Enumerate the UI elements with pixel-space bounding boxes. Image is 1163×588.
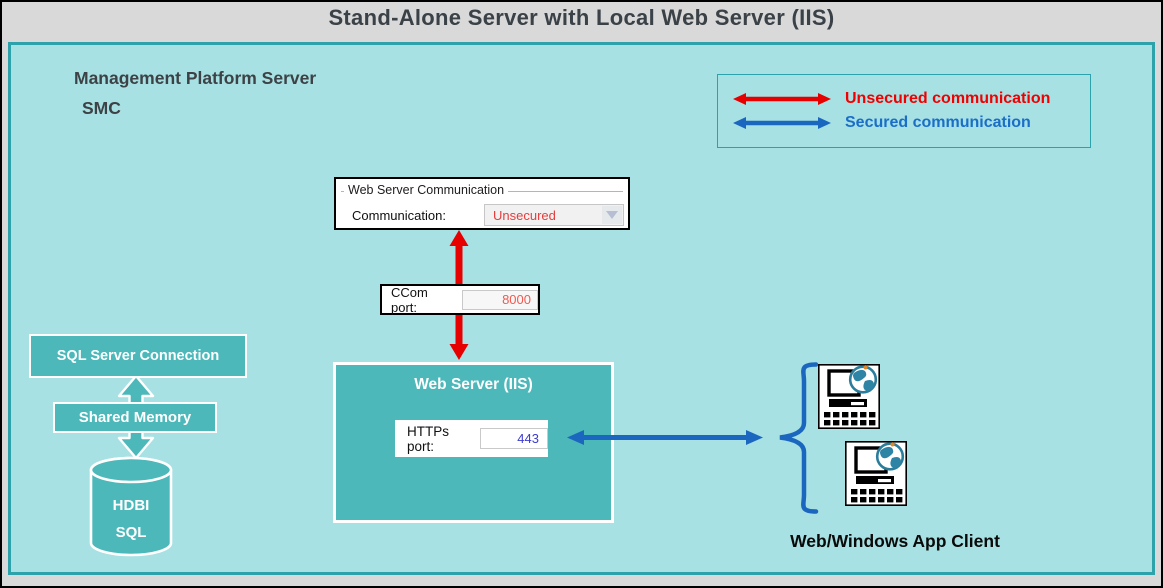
secured-connection-arrow xyxy=(567,430,763,445)
legend-box: Unsecured communication Secured communic… xyxy=(717,74,1091,148)
unsecured-arrow-icon xyxy=(733,93,831,105)
clients-brace xyxy=(779,362,819,514)
sql-server-connection-box: SQL Server Connection xyxy=(29,334,247,378)
https-port-input[interactable]: 443 xyxy=(479,428,548,449)
communication-field-label: Communication: xyxy=(352,208,446,223)
https-port-label: HTTPs port: xyxy=(407,423,449,454)
shared-memory-box: Shared Memory xyxy=(53,402,217,433)
communication-dropdown[interactable]: Unsecured xyxy=(484,204,624,226)
web-server-communication-panel: Web Server Communication Communication: … xyxy=(334,177,630,230)
web-server-iis-box: Web Server (IIS) HTTPs port: 443 xyxy=(333,362,614,523)
database-cylinder-icon xyxy=(89,456,173,557)
database-label-line2: SQL xyxy=(115,524,147,541)
platform-server-label: Management Platform Server xyxy=(74,68,317,88)
legend-secured-label: Secured communication xyxy=(845,114,1031,131)
secured-arrow-icon xyxy=(733,117,831,129)
client-label: Web/Windows App Client xyxy=(790,531,1000,551)
windows-client-computer-icon xyxy=(845,441,908,507)
ccom-port-input[interactable]: 8000 xyxy=(461,289,538,310)
groupbox-label: Web Server Communication xyxy=(344,183,509,197)
https-port-panel: HTTPs port: 443 xyxy=(395,420,548,457)
database-label-line1: HDBI xyxy=(112,497,150,514)
database-label: HDBI SQL xyxy=(89,492,173,546)
legend-unsecured-label: Unsecured communication xyxy=(845,90,1051,107)
sql-server-connection-label: SQL Server Connection xyxy=(56,348,220,364)
ccom-port-label: CCom port: xyxy=(391,284,428,315)
legend-item-secured: Secured communication xyxy=(732,114,1031,131)
legend-item-unsecured: Unsecured communication xyxy=(732,90,1051,107)
web-client-computer-icon xyxy=(818,364,881,430)
shared-memory-label: Shared Memory xyxy=(78,409,192,426)
web-server-iis-title: Web Server (IIS) xyxy=(414,376,533,393)
ccom-port-panel: CCom port: 8000 xyxy=(380,284,540,315)
dropdown-button[interactable] xyxy=(602,206,622,224)
page-title: Stand-Alone Server with Local Web Server… xyxy=(328,5,835,30)
smc-label: SMC xyxy=(82,98,121,118)
chevron-down-icon xyxy=(606,211,618,219)
communication-dropdown-value: Unsecured xyxy=(493,208,556,223)
